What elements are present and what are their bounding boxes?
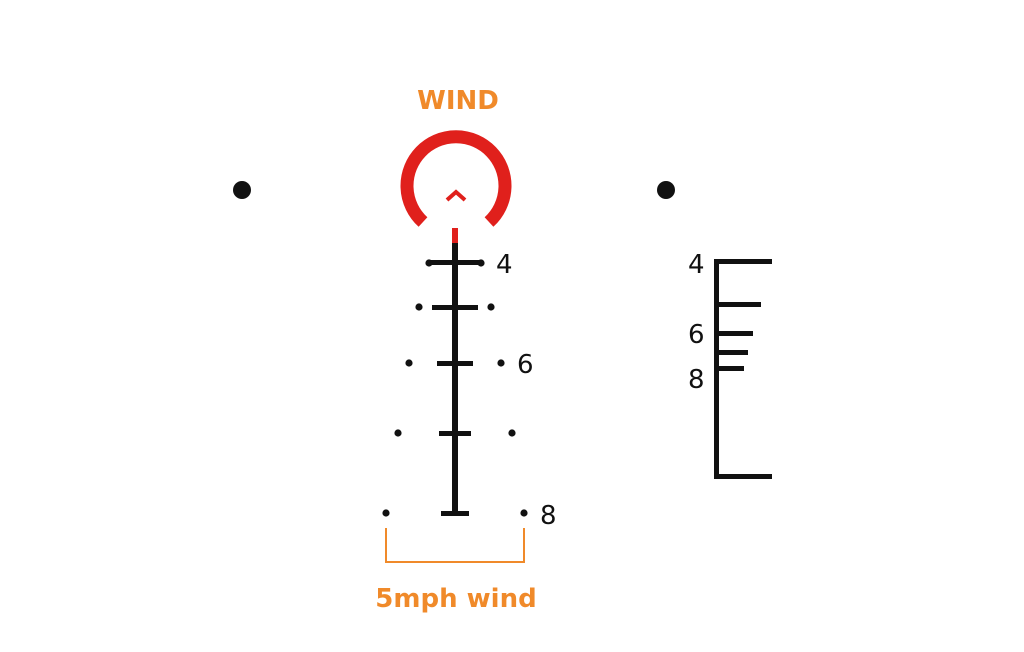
wind-note-label: 5mph wind — [375, 584, 536, 614]
hash-mark-5 — [432, 305, 478, 310]
hash-mark-8 — [441, 511, 469, 516]
range-scale-label-4: 4 — [688, 250, 705, 280]
wind-dot — [425, 259, 433, 267]
left-reference-dot — [233, 181, 251, 199]
range-label-4: 4 — [496, 250, 513, 280]
red-post-tip — [452, 228, 458, 243]
range-scale-top-bar — [714, 259, 772, 264]
range-scale-tick — [714, 302, 761, 307]
wind-dot — [382, 509, 390, 517]
wind-dot — [497, 359, 505, 367]
range-scale-tick — [714, 366, 744, 371]
range-label-6: 6 — [517, 350, 534, 380]
wind-dot — [394, 429, 402, 437]
range-scale-tick — [714, 331, 753, 336]
range-scale: 4 6 8 — [688, 250, 772, 479]
range-scale-label-6: 6 — [688, 320, 705, 350]
right-reference-dot — [657, 181, 675, 199]
range-scale-tick — [714, 350, 748, 355]
red-center-chevron — [445, 189, 467, 202]
wind-bracket — [385, 528, 525, 563]
wind-dot — [477, 259, 485, 267]
range-scale-label-8: 8 — [688, 365, 705, 395]
wind-label: WIND — [417, 86, 499, 116]
red-horseshoe-arc — [400, 130, 512, 227]
hash-mark-7 — [439, 431, 471, 436]
wind-dot — [520, 509, 528, 517]
wind-dot — [415, 303, 423, 311]
hash-mark-4 — [430, 260, 480, 265]
hash-mark-6 — [437, 361, 473, 366]
wind-dot — [487, 303, 495, 311]
wind-dot — [405, 359, 413, 367]
vertical-post — [452, 243, 458, 513]
range-label-8: 8 — [540, 501, 557, 531]
wind-dot — [508, 429, 516, 437]
range-scale-bottom-bar — [714, 474, 772, 479]
